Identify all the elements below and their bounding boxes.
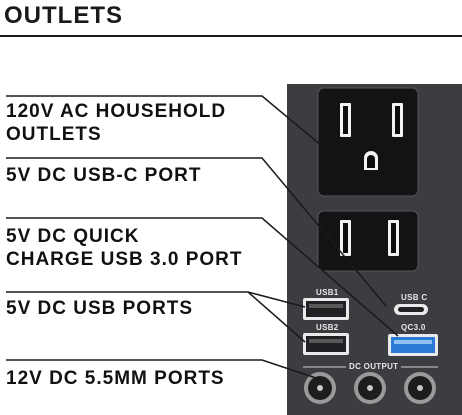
section-title: OUTLETS (4, 2, 123, 29)
qc-label-line1: 5V DC QUICK (6, 226, 140, 247)
usbc-label: 5V DC USB-C PORT (6, 165, 202, 186)
ac-label-line1: 120V AC HOUSEHOLD (6, 101, 227, 122)
usb1-label: USB1 (316, 288, 339, 297)
dc-label: 12V DC 5.5MM PORTS (6, 368, 225, 389)
dc-output-label: DC OUTPUT (346, 362, 402, 371)
qc-label-line2: CHARGE USB 3.0 PORT (6, 249, 243, 270)
usb2-label: USB2 (316, 323, 339, 332)
usb-label: 5V DC USB PORTS (6, 298, 194, 319)
qc3-label: QC3.0 (401, 323, 426, 332)
ac-label-line2: OUTLETS (6, 124, 102, 145)
usb-c-label: USB C (401, 293, 428, 302)
title-divider (0, 35, 462, 37)
